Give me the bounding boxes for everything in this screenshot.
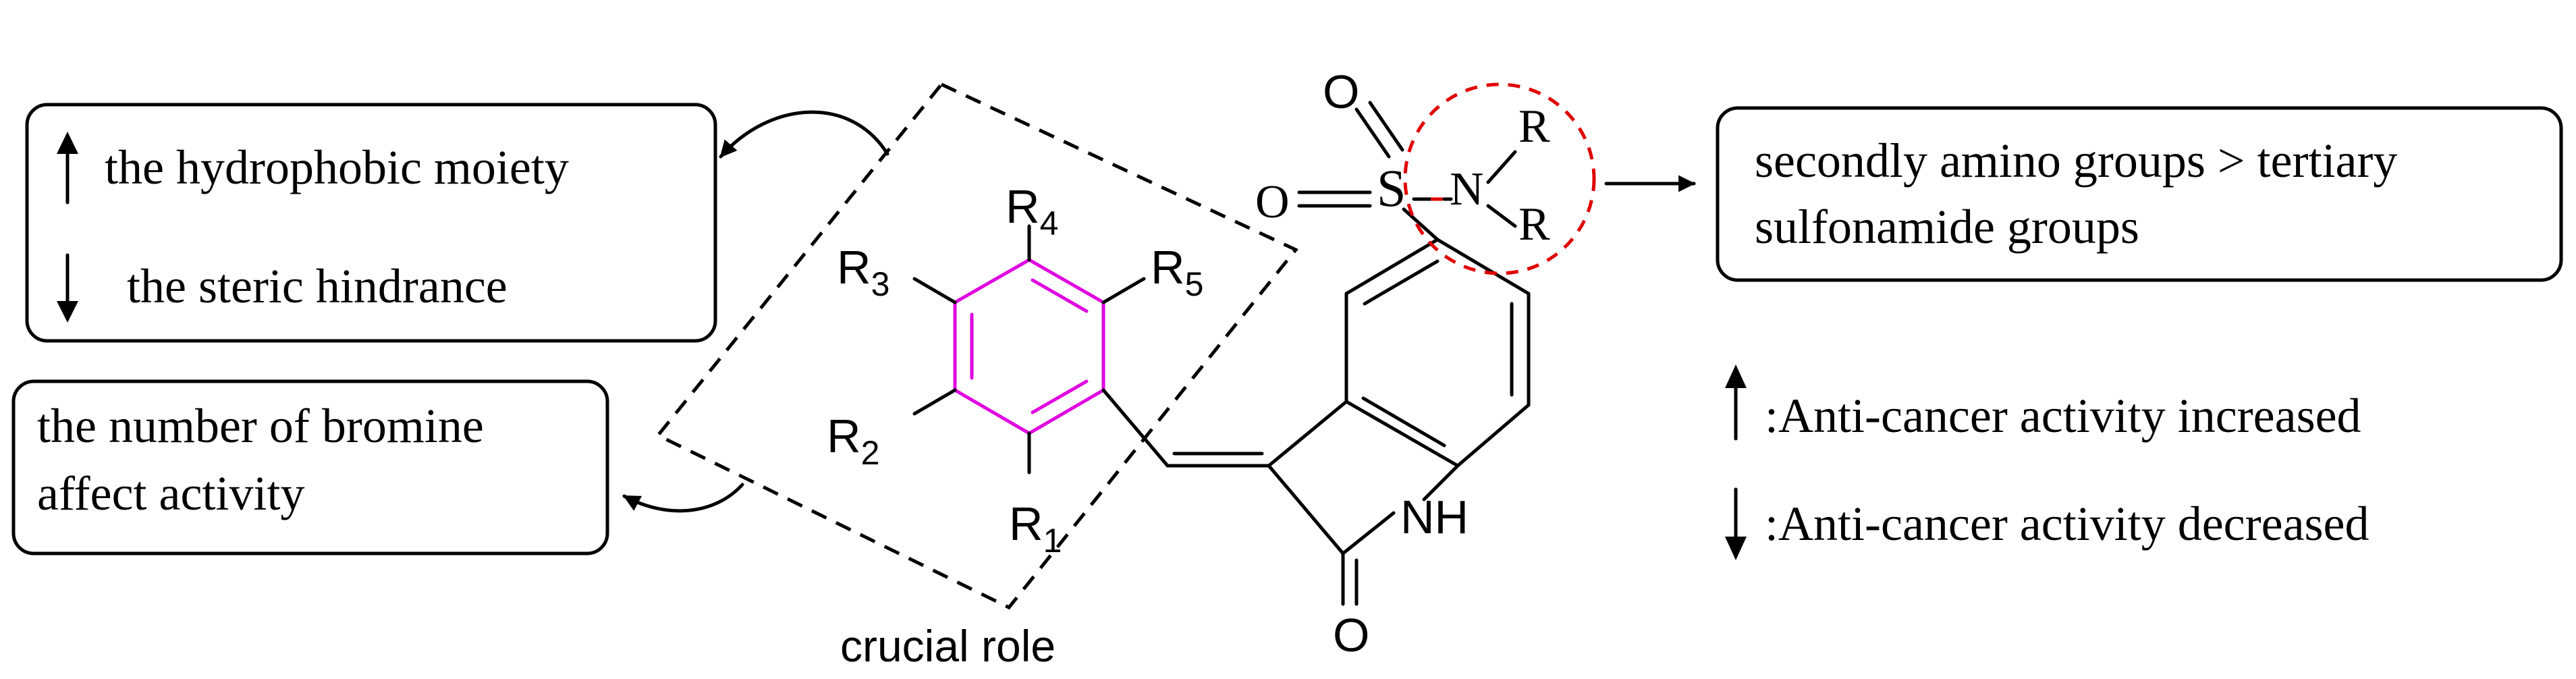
r5-label: R5 (1151, 241, 1203, 303)
sulfur-label: S (1377, 159, 1406, 217)
hydrophobic-box-frame (25, 103, 717, 343)
carbonyl-oxygen-label: O (1333, 609, 1369, 661)
nh-label: NH (1400, 491, 1469, 543)
legend-decreased-label: :Anti-cancer activity decreased (1765, 497, 2369, 551)
crucial-role-region (655, 82, 1298, 610)
phenyl-ring (953, 258, 1105, 435)
arrow-up-icon (57, 132, 78, 205)
oxindole-core (1267, 238, 1531, 606)
crucial-role-label: crucial role (840, 621, 1056, 671)
r3-label: R3 (837, 241, 889, 303)
bromine-box-frame (11, 379, 609, 555)
hydrophobic-box: the hydrophobic moiety the steric hindra… (25, 103, 717, 343)
r-top-label: R (1518, 101, 1550, 153)
r-bottom-label: R (1518, 198, 1550, 250)
r5-bond (1101, 277, 1146, 304)
curved-arrow-to-bromine-box (622, 483, 744, 513)
steric-hindrance-label: the steric hindrance (127, 259, 508, 313)
hydrophobic-moiety-label: the hydrophobic moiety (105, 140, 569, 194)
amino-focus-circle (1403, 82, 1596, 275)
r3-bond (912, 277, 957, 304)
r4-label: R4 (1006, 180, 1058, 242)
amino-box-line2: sulfonamide groups (1755, 200, 2139, 254)
oxygen-left-label: O (1255, 176, 1290, 228)
amino-groups-box-frame (1716, 106, 2563, 282)
legend-increased-label: :Anti-cancer activity increased (1765, 389, 2361, 443)
bromine-line1: the number of bromine (37, 399, 484, 453)
legend: :Anti-cancer activity increased :Anti-ca… (1725, 364, 2369, 560)
benzylidene-bond (1101, 388, 1170, 468)
arrow-down-icon (57, 253, 78, 323)
amino-box-line1: secondly amino groups > tertiary (1755, 134, 2397, 188)
bromine-box: the number of bromine affect activity (11, 379, 609, 555)
oxygen-top-label: O (1323, 65, 1359, 118)
legend-arrow-down-icon (1725, 487, 1747, 560)
amino-groups-box: secondly amino groups > tertiary sulfona… (1716, 106, 2563, 282)
ring-to-sulfur-bond (1402, 207, 1440, 242)
r2-bond (912, 388, 957, 416)
legend-arrow-up-icon (1725, 364, 1747, 441)
nitrogen-label: N (1450, 163, 1484, 215)
r2-label: R2 (827, 410, 879, 472)
r1-label: R1 (1009, 497, 1062, 560)
bromine-line2: affect activity (37, 466, 304, 520)
curved-arrow-to-hydrophobic-box (719, 110, 889, 159)
